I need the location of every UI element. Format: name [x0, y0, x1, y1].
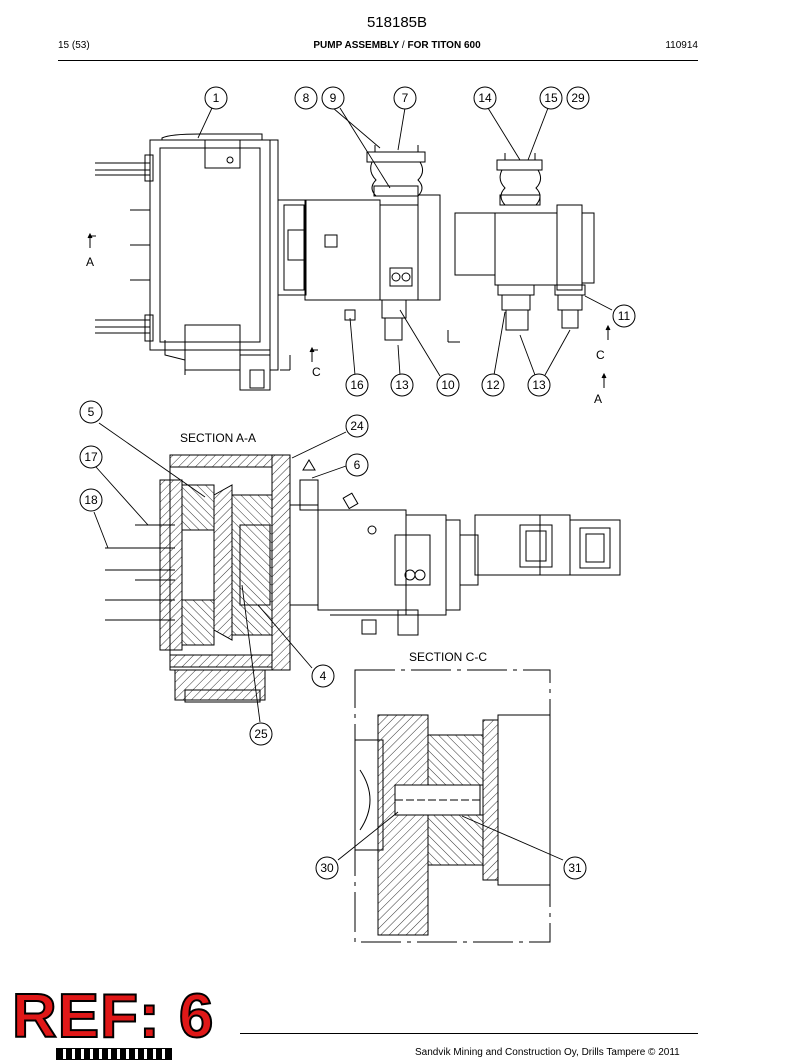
view-letter-a-right: A	[594, 392, 603, 406]
callout-number: 13	[532, 378, 546, 392]
callout-circle	[79, 400, 103, 424]
callout-number: 18	[84, 493, 98, 507]
view-letter-a-left: A	[86, 255, 95, 269]
document-number: 518185B	[366, 14, 428, 31]
callout-circle	[481, 373, 505, 397]
callout-number: 17	[84, 450, 98, 464]
callout-number: 9	[330, 91, 337, 105]
leader-lines	[93, 107, 613, 861]
section-c-c-view	[354, 669, 551, 943]
page-title-main: PUMP ASSEMBLY	[313, 40, 400, 51]
callout-number: 14	[478, 91, 492, 105]
revision-date: 110914	[665, 40, 698, 51]
page-title-separator: /	[399, 40, 408, 51]
callout-number: 7	[402, 91, 409, 105]
callout-number: 25	[254, 727, 268, 741]
callout-circle	[473, 86, 497, 110]
callout-circle	[345, 414, 369, 438]
section-c-c-label: SECTION C-C	[409, 650, 487, 664]
company-logo	[56, 1048, 172, 1060]
view-letter-c-right: C	[596, 348, 605, 362]
callout-circle	[527, 373, 551, 397]
callout-number: 15	[544, 91, 558, 105]
callout-circle	[249, 722, 273, 746]
callout-number: 31	[568, 861, 582, 875]
section-a-a-label: SECTION A-A	[180, 431, 257, 445]
callout-number: 10	[441, 378, 455, 392]
callout-circle	[321, 86, 345, 110]
callout-circle	[612, 304, 636, 328]
callout-circle	[539, 86, 563, 110]
callout-number: 11	[618, 309, 631, 323]
reference-stamp: REF: 6	[11, 982, 215, 1051]
callout-circle	[345, 453, 369, 477]
callout-circle	[390, 373, 414, 397]
callout-circle	[294, 86, 318, 110]
callout-circle	[566, 86, 590, 110]
page-title: PUMP ASSEMBLY / FOR TITON 600	[0, 40, 794, 51]
callout-circle	[345, 373, 369, 397]
callout-circle	[393, 86, 417, 110]
callout-number: 1	[213, 91, 220, 105]
view-letter-c-left: C	[312, 365, 321, 379]
view-arrows	[87, 232, 611, 388]
callout-number: 16	[350, 378, 364, 392]
callout-circle	[315, 856, 339, 880]
callout-circle	[204, 86, 228, 110]
footer-rule	[240, 1033, 698, 1034]
callout-number: 29	[571, 91, 585, 105]
pump-housing	[304, 199, 381, 301]
header-rule	[58, 60, 698, 61]
page-number: 15 (53)	[58, 40, 90, 51]
callout-number: 5	[88, 405, 95, 419]
motor-bracket	[149, 139, 271, 351]
callout-circle	[79, 488, 103, 512]
page-title-sub: FOR TITON 600	[407, 40, 481, 51]
callout-number: 24	[350, 419, 364, 433]
callout-circle	[563, 856, 587, 880]
gear-pump	[494, 212, 558, 286]
callout-circle	[436, 373, 460, 397]
callout-number: 30	[320, 861, 334, 875]
callout-number: 8	[303, 91, 310, 105]
top-view	[95, 133, 595, 391]
callout-circle	[311, 664, 335, 688]
callout-circle	[79, 445, 103, 469]
callout-number: 4	[320, 669, 327, 683]
callout-number: 13	[395, 378, 409, 392]
callout-number: 6	[354, 458, 361, 472]
callout-number: 12	[486, 378, 500, 392]
section-a-a-view	[105, 454, 621, 703]
